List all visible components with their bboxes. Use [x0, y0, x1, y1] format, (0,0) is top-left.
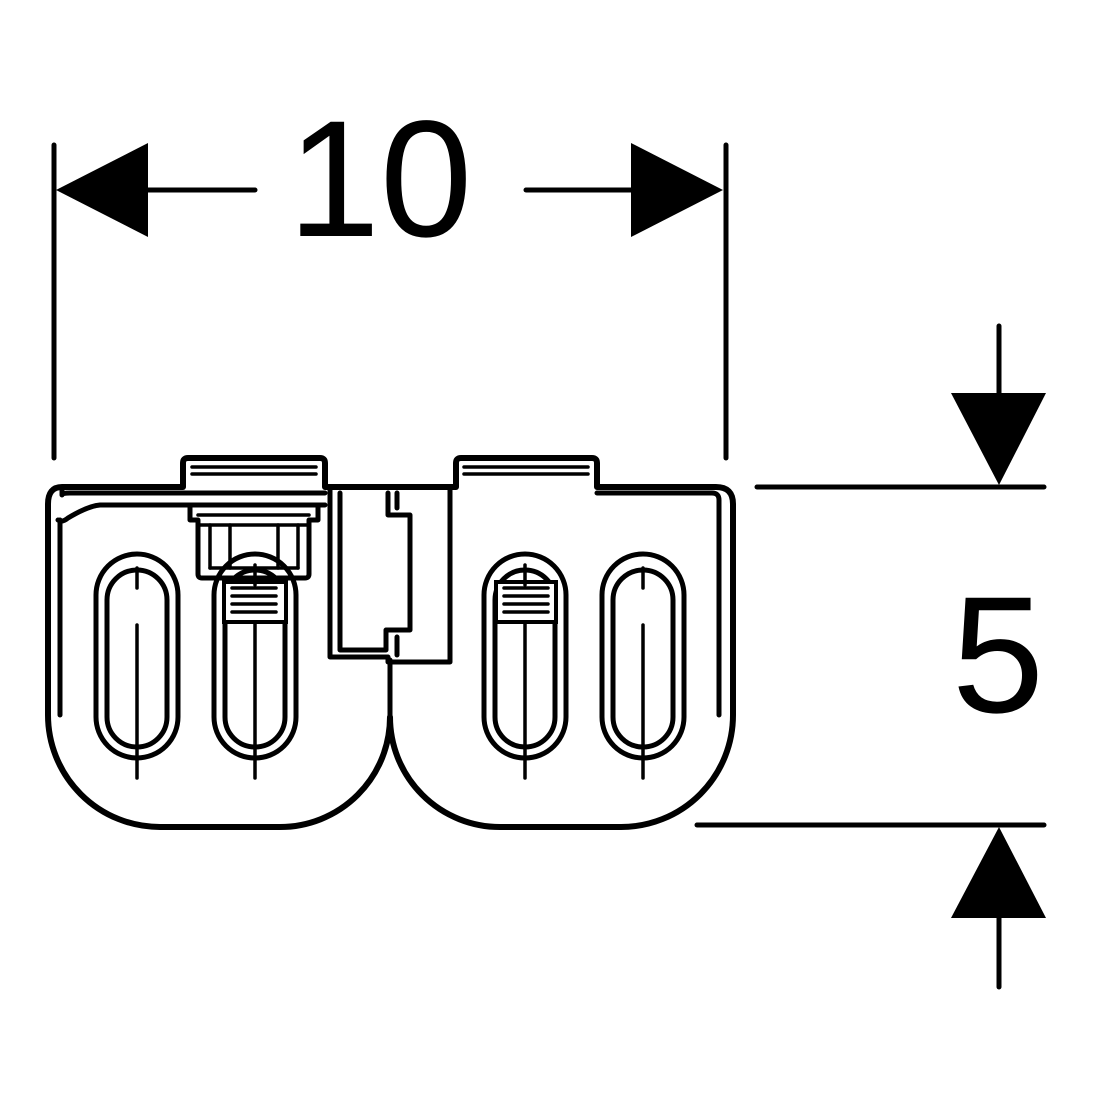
socket-inner-rim-top [59, 484, 328, 498]
width-arrow-left [56, 143, 148, 237]
contact-slot-1 [93, 551, 181, 780]
clip-left [190, 465, 318, 476]
height-dimension: 5 [694, 323, 1047, 990]
contact-slot-3 [481, 551, 569, 780]
width-label: 10 [288, 87, 473, 272]
width-dimension: 10 [51, 87, 729, 461]
centre-bridge [327, 484, 453, 665]
height-arrow-top [951, 393, 1046, 485]
socket-outer-contour [45, 455, 736, 830]
height-arrow-bottom [951, 827, 1046, 918]
contact-slot-4 [599, 551, 687, 780]
centre-bridge-inner [337, 490, 413, 653]
clip-right [462, 465, 590, 476]
socket-inner-rim-right [594, 490, 722, 718]
contact-slot-2 [211, 551, 299, 780]
height-label: 5 [952, 563, 1044, 748]
width-arrow-right [631, 143, 723, 237]
double-socket-outline [45, 455, 736, 830]
